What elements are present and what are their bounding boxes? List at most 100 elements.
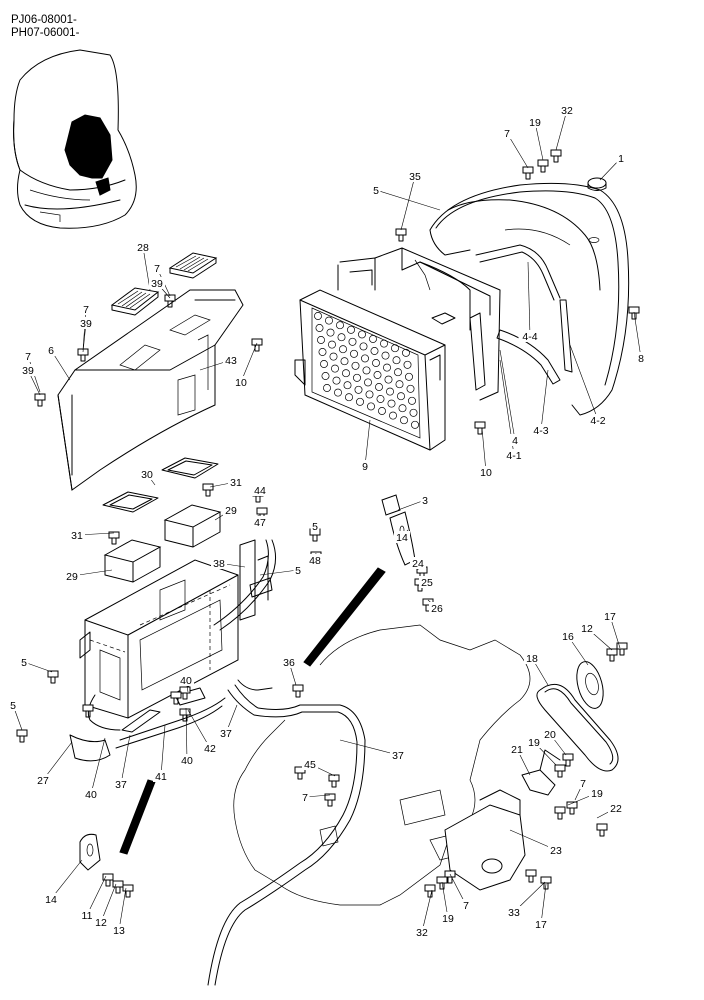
leader-line (185, 707, 188, 761)
bolt-glyph (628, 306, 640, 320)
callout-number: 5 (295, 565, 301, 577)
screen-hole (367, 402, 375, 411)
duct-frame-part (337, 247, 501, 401)
bolt-glyph (395, 228, 407, 242)
callout-number: 22 (610, 803, 622, 815)
bolt-glyph (606, 648, 618, 662)
leader-line (142, 246, 151, 291)
bolt-glyph (562, 753, 574, 767)
leader-line (400, 175, 416, 231)
screen-hole (364, 378, 372, 387)
screen-hole (362, 366, 371, 375)
screen-hole (384, 375, 393, 384)
callout-number: 19 (529, 117, 541, 129)
callout-number: 47 (254, 517, 266, 529)
bolt-glyph (554, 764, 566, 778)
screen-hole (337, 333, 346, 342)
radiator-screen-part (294, 289, 446, 451)
callout-number: 10 (235, 377, 247, 389)
screen-hole (378, 407, 386, 415)
screen-hole (317, 336, 325, 344)
bolt-glyph (251, 338, 263, 352)
screen-hole (391, 344, 399, 353)
bolt-glyph (202, 483, 214, 497)
callout-number: 7 (302, 792, 308, 804)
screen-hole (342, 369, 350, 378)
callout-number: 1 (618, 153, 624, 165)
callout-number: 21 (511, 744, 523, 756)
duct-adapters (103, 504, 222, 583)
drawing-header: PJ06-08001- PH07-06001- (11, 14, 79, 40)
screen-hole (328, 340, 336, 349)
bolt-glyph (596, 823, 608, 837)
screen-hole (359, 342, 368, 351)
callout-number: 5 (373, 185, 379, 197)
screen-hole (347, 325, 355, 334)
callout-number: 14 (45, 894, 57, 906)
bolt-glyph (47, 670, 59, 684)
leader-line (499, 349, 516, 441)
leader-line (339, 739, 399, 756)
callout-number: 7 (504, 128, 510, 140)
callout-number: 40 (180, 675, 192, 687)
bolt-glyph (34, 393, 46, 407)
callout-number: 7 (154, 263, 160, 275)
leader-line (160, 724, 166, 777)
heater-hoses (115, 539, 366, 986)
callout-number: 6 (48, 345, 54, 357)
leader-line (534, 121, 544, 161)
screen-hole (315, 324, 324, 332)
bolt-glyph (102, 873, 114, 887)
callout-number: 24 (412, 558, 424, 570)
callout-number: 37 (220, 728, 232, 740)
callout-number: 9 (362, 461, 368, 473)
screen-hole (405, 372, 413, 381)
leader-line (120, 734, 131, 785)
screen-hole (361, 354, 369, 363)
screen-hole (392, 356, 401, 365)
screen-hole (383, 363, 391, 372)
bolt-glyph (179, 708, 191, 722)
callout-number: 39 (22, 365, 34, 377)
callout-number: 18 (526, 653, 538, 665)
bolt-glyph (328, 774, 340, 788)
leader-line (633, 311, 642, 359)
screen-hole (386, 387, 394, 396)
callout-number: 37 (115, 779, 127, 791)
bolt-glyph (537, 159, 549, 173)
callout-number: 40 (181, 755, 193, 767)
leader-line (240, 342, 258, 383)
screen-hole (343, 381, 352, 390)
machine-location-thumbnail (13, 49, 137, 229)
screen-hole (397, 392, 405, 401)
callout-number: 17 (535, 919, 547, 931)
callout-number: 19 (591, 788, 603, 800)
callout-number: 28 (137, 242, 149, 254)
callout-number: 40 (85, 789, 97, 801)
screen-hole (375, 383, 383, 391)
heater-unit-part (69, 559, 239, 762)
bolt-glyph (616, 642, 628, 656)
screen-hole (411, 420, 419, 429)
screen-hole (372, 359, 380, 367)
bolt-glyph (550, 149, 562, 163)
leader-line (364, 419, 371, 467)
leader-line (90, 737, 106, 795)
callout-number: 43 (225, 355, 237, 367)
vent-grille-right (168, 252, 218, 279)
cap-part (587, 177, 607, 191)
callout-number: 7 (463, 900, 469, 912)
callout-number: 32 (416, 927, 428, 939)
leader-line (421, 889, 433, 933)
callout-number: 17 (604, 611, 616, 623)
screen-hole (381, 351, 390, 360)
screen-hole (336, 321, 344, 330)
alternator-bracket-part (444, 749, 561, 891)
callout-number: 4-4 (522, 331, 537, 343)
bolt-glyph (566, 801, 578, 815)
screen-hole (353, 373, 361, 382)
bolt-glyph (436, 876, 448, 890)
bolt-glyph (324, 793, 336, 807)
callout-number: 3 (422, 495, 428, 507)
bolt-glyph (522, 166, 534, 180)
